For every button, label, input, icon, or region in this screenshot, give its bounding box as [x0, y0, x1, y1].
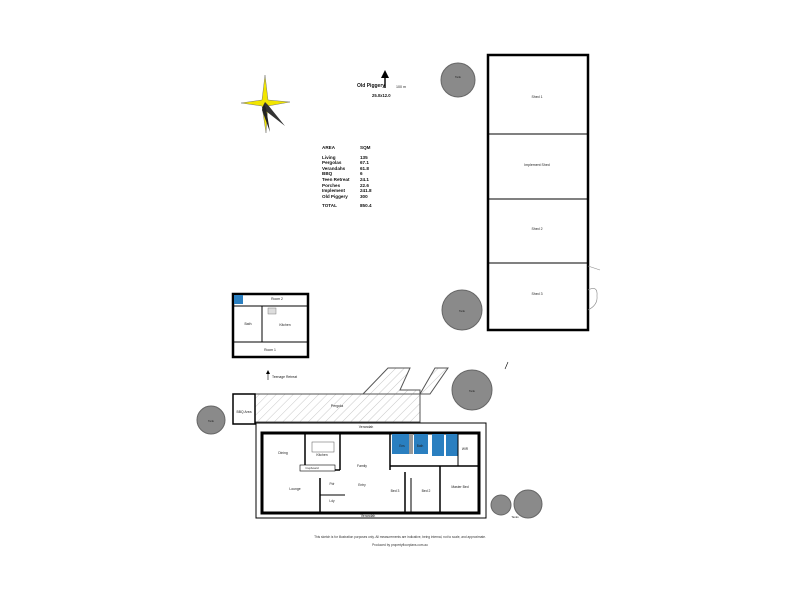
shed-label: Shed 3 [531, 292, 542, 296]
area-row: Implement 241.8 [322, 188, 384, 194]
tree-label: Tanks [511, 515, 519, 519]
room-label: Room 1 [264, 348, 276, 352]
pergola-label: Pergola [331, 404, 343, 408]
room-label: Dining [278, 451, 288, 455]
area-row-value: 61.8 [360, 165, 369, 171]
tree-icon [490, 494, 512, 516]
area-row-value: 67.1 [360, 160, 369, 166]
room-label: Ens [399, 444, 405, 448]
area-row-name: Teen Retreat [322, 176, 350, 182]
tree-label: Tank [459, 309, 466, 313]
area-header-unit: SQM [360, 145, 371, 150]
piggery-size: 25.0x12.0 [372, 93, 391, 98]
area-row-name: Verandahs [322, 165, 346, 171]
north-arrow [381, 70, 389, 88]
room-label: Bath [417, 444, 424, 448]
tree-icon [441, 289, 483, 331]
room-label: WIR [462, 447, 469, 451]
area-row-value: 22.6 [360, 182, 369, 188]
shed-label: Shed 2 [531, 227, 542, 231]
piggery-label: Old Piggery [357, 83, 386, 89]
area-row-name: Pergolas [322, 160, 342, 166]
main-house [255, 422, 487, 519]
retreat-label: Teenage Retreat [272, 375, 297, 379]
room-label: Master Bed [451, 485, 468, 489]
area-row-name: Porches [322, 182, 341, 188]
room-label: Lounge [289, 487, 300, 491]
area-row: Porches 22.6 [322, 183, 384, 189]
area-total-label: TOTAL [322, 203, 337, 209]
area-row: Verandahs 61.8 [322, 166, 384, 172]
verandah-label: Verandah [359, 425, 374, 429]
verandah-label: Verandah [361, 514, 376, 518]
area-total: TOTAL 850.4 [322, 203, 384, 209]
area-row-name: Living [322, 154, 336, 160]
area-row-name: Old Piggery [322, 193, 348, 199]
bbq-area [232, 393, 256, 425]
north-distance: 100 m [396, 85, 406, 89]
tree-icon [451, 369, 493, 411]
room-label: Kitchen [316, 453, 327, 457]
tree-label: Tank [469, 389, 476, 393]
tree-label: Tank [455, 75, 462, 79]
room-label: Cupboard [305, 466, 319, 470]
area-row: Pergolas 67.1 [322, 160, 384, 166]
room-label: Ldy [329, 499, 335, 503]
area-row-name: Implement [322, 188, 345, 194]
area-total-value: 850.4 [360, 203, 372, 209]
area-row-name: BBQ [322, 171, 333, 177]
area-row-value: 24.1 [360, 176, 369, 182]
area-row: Teen Retreat 24.1 [322, 177, 384, 183]
bbq-label: BBQ Area [236, 410, 251, 414]
room-label: Room 2 [271, 297, 283, 301]
area-row: BBQ 6 [322, 171, 384, 177]
shed-label: Shed 1 [531, 95, 542, 99]
room-label: Bed 3 [391, 489, 400, 493]
teenage-retreat-arrow [266, 370, 270, 380]
room-label: Family [357, 464, 367, 468]
area-row-value: 135 [360, 154, 368, 160]
tree-icon [513, 489, 543, 519]
tree-icon [196, 405, 226, 435]
teenage-retreat [231, 292, 310, 359]
area-row: Living 135 [322, 155, 384, 161]
house-arrow [504, 361, 509, 370]
shed-label: Implement Shed [524, 163, 550, 167]
room-label: Kitchen [279, 323, 290, 327]
produced-by: Produced by propertyfloorplans.com.au [372, 543, 428, 547]
tree-label: Tank [208, 419, 215, 423]
old-piggery [486, 53, 601, 332]
room-label: Bath [245, 322, 252, 326]
room-label: Bed 2 [422, 489, 431, 493]
room-label: Pdr [330, 482, 336, 486]
area-row-value: 300 [360, 193, 368, 199]
area-header-label: AREA [322, 145, 336, 150]
tree-icon [440, 62, 476, 98]
area-row: Old Piggery 300 [322, 194, 384, 200]
compass-rose [240, 74, 291, 134]
area-row-value: 6 [360, 171, 363, 177]
disclaimer: This sketch is for illustration purposes… [314, 535, 486, 539]
pergola [254, 367, 449, 423]
area-header: AREA SQM [322, 145, 384, 151]
area-row-value: 241.8 [360, 188, 372, 194]
room-label: Entry [358, 483, 366, 487]
